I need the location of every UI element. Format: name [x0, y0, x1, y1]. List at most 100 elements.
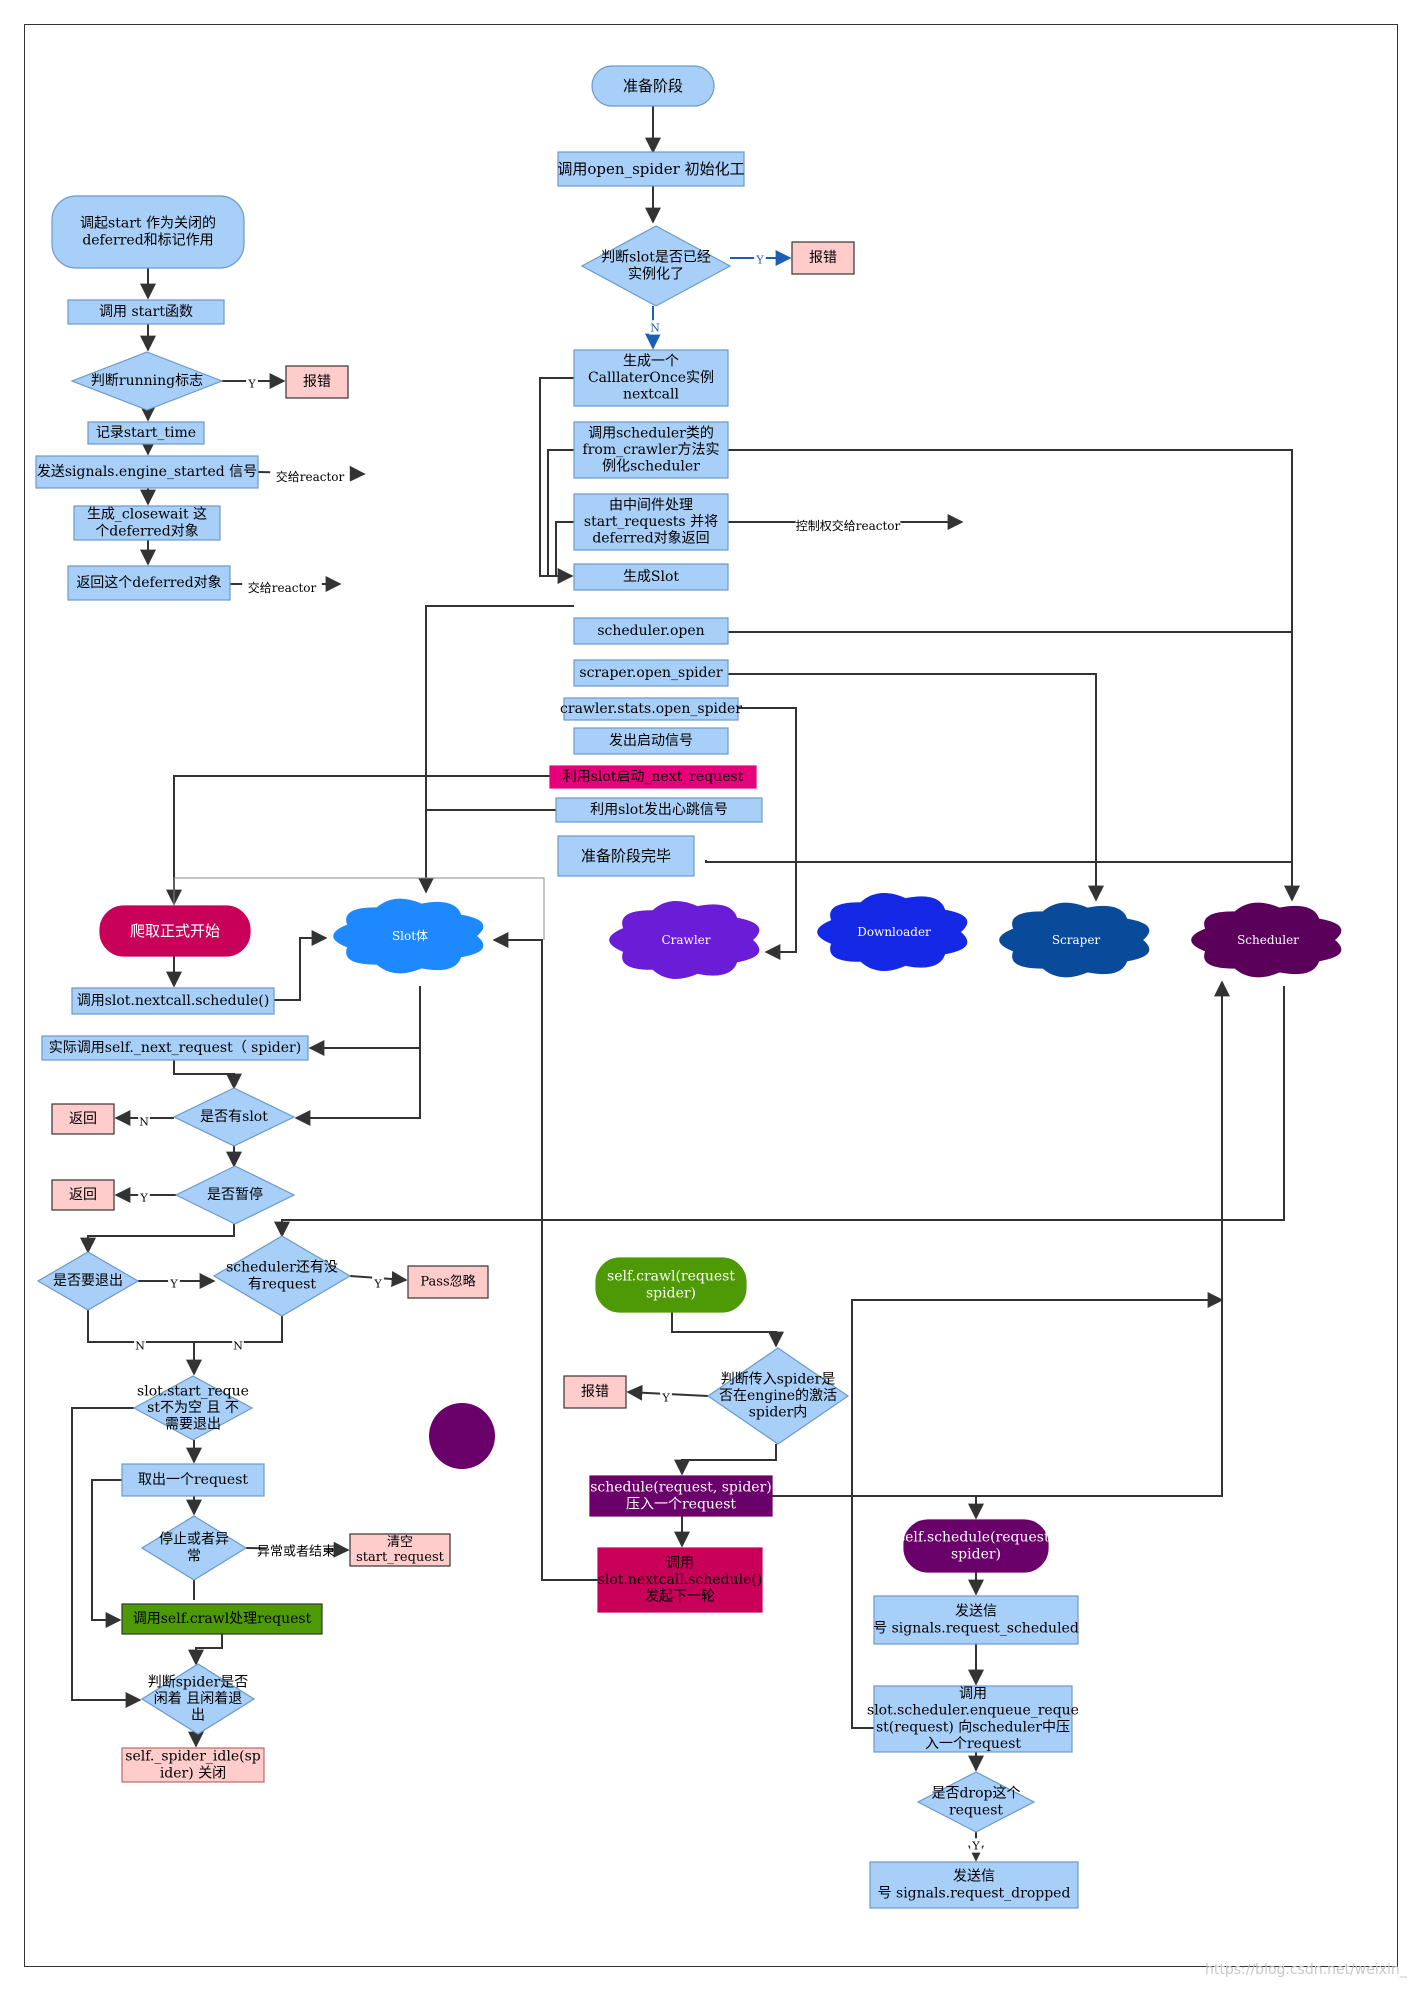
node-prep: 准备阶段	[591, 65, 715, 107]
send-started-text-line: 发送signals.engine_started 信号	[37, 464, 257, 480]
label-drop-y-bg	[970, 1838, 982, 1853]
edge-sched-cloud	[728, 449, 1300, 902]
sched-from-crawler-text-line: from_crawler方法实	[583, 442, 720, 458]
start-def-box	[51, 195, 245, 269]
call-crawl-box	[121, 1603, 323, 1635]
label-quit-y: Y	[169, 1278, 178, 1291]
err3-text-line: 报错	[581, 1384, 609, 1400]
node-has-slot: 是否有slot	[172, 1087, 296, 1147]
label-quit-n-bg	[134, 1338, 146, 1353]
err2-text-line: 报错	[303, 374, 331, 390]
label-running-y: Y	[247, 378, 256, 391]
self-crawl-text-line: spider)	[646, 1285, 696, 1301]
err3-box	[563, 1375, 627, 1409]
call-start-text-line: 调用 start函数	[99, 304, 193, 320]
label-hasreq-n: N	[233, 1340, 243, 1353]
err1-text-line: 报错	[809, 250, 837, 266]
paused-diamond	[174, 1165, 296, 1225]
label-running-y-bg	[246, 376, 258, 391]
label-paused-y: Y	[139, 1192, 148, 1205]
gen-calllater-text-line: nextcall	[623, 387, 679, 403]
quit-text-line: 是否要退出	[53, 1273, 123, 1289]
label-active-y: Y	[661, 1392, 670, 1405]
label-ctrl-reactor-bg	[795, 517, 901, 534]
gen-closewait-text-line: 生成_closewait 这	[87, 506, 207, 523]
send-started-box	[35, 455, 259, 489]
cloud-crawler: Crawler	[609, 901, 760, 979]
take-req-text-line: 取出一个request	[138, 1472, 248, 1488]
signal-sched-box	[873, 1595, 1079, 1645]
node-gen-closewait: 生成_closewait 这个deferred对象	[73, 505, 221, 541]
node-call-start: 调用 start函数	[67, 299, 225, 325]
sched-from-crawler-box	[573, 421, 729, 479]
prep-text-line: 准备阶段	[623, 77, 683, 95]
node-ret1: 返回	[51, 1103, 115, 1135]
edge-push-selfsched	[772, 1495, 984, 1520]
signal-drop-text-line: 发送信	[953, 1869, 995, 1885]
node-scraper-open: scraper.open_spider	[573, 659, 729, 687]
label-quit-n: N	[135, 1340, 145, 1353]
schedule-push-box	[589, 1475, 773, 1517]
has-request-text-line: scheduler还有没	[226, 1260, 338, 1276]
paused-text-line: 是否暂停	[207, 1186, 263, 1203]
open-spider-text-line: 调用open_spider 初始化工	[557, 160, 744, 178]
node-quit: 是否要退出	[36, 1251, 140, 1311]
stats-open-text-line: crawler.stats.open_spider	[560, 701, 742, 717]
clear-box	[349, 1533, 451, 1567]
clear-text-line: start_request	[356, 1550, 445, 1565]
gen-closewait-box	[73, 505, 221, 541]
label-ctrl-reactor: 控制权交给reactor	[796, 518, 901, 533]
spider-active-text-line: 否在engine的激活	[719, 1387, 837, 1404]
watermark: https://blog.csdn.net/weixin_	[1205, 1962, 1407, 1978]
label-reactor-1: 交给reactor	[276, 469, 345, 484]
heartbeat-text-line: 利用slot发出心跳信号	[590, 802, 728, 818]
label-check-y-bg	[754, 252, 766, 267]
middleware-text-line: start_requests 并将	[584, 514, 718, 530]
start-def-text-line: 调起start 作为关闭的	[80, 216, 216, 232]
scraper-text-line: Scraper	[1052, 933, 1101, 947]
stop-exc-diamond	[140, 1515, 248, 1581]
edge-nextcall-slot	[274, 930, 328, 1001]
node-self-schedule: self.schedule(request,spider)	[898, 1519, 1054, 1573]
label-reactor-1-bg	[270, 468, 350, 485]
node-take-req: 取出一个request	[121, 1463, 265, 1497]
stop-exc-text-line: 常	[187, 1548, 201, 1564]
edge-actual-hasslot	[173, 1060, 242, 1090]
edge-cloud-hasreq	[274, 986, 1285, 1238]
open-spider-box	[557, 151, 745, 187]
scraper-open-text-line: scraper.open_spider	[579, 665, 722, 681]
take-req-box	[121, 1463, 265, 1497]
check-running-diamond	[70, 351, 224, 411]
call-next-text-line: 调用	[666, 1555, 694, 1571]
actual-next-box	[41, 1035, 309, 1061]
label-drop-y: Y	[971, 1840, 980, 1853]
edge-mid-slot	[555, 521, 574, 576]
start-req-check-text-line: st不为空 且 不	[147, 1400, 239, 1416]
signal-sched-text-line: 发送信	[955, 1604, 997, 1620]
edge-done-sched	[705, 860, 1292, 863]
enqueue-text-line: 调用	[959, 1686, 987, 1702]
idle-close-box	[121, 1747, 265, 1783]
ret2-box	[51, 1179, 115, 1211]
label-reactor-2-bg	[242, 579, 322, 596]
label-quit-y-bg	[168, 1276, 180, 1291]
edge-paused-quit	[80, 1224, 235, 1254]
nextcall-schedule-text-line: 调用slot.nextcall.schedule()	[77, 993, 270, 1009]
signal-drop-box	[869, 1861, 1079, 1909]
middleware-text-line: deferred对象返回	[592, 531, 709, 547]
self-schedule-text-line: self.schedule(request,	[898, 1530, 1054, 1546]
edge-start-idle	[71, 1407, 142, 1708]
node-idle-close: self._spider_idle(spider) 关闭	[121, 1747, 265, 1783]
self-schedule-text-line: spider)	[951, 1546, 1001, 1562]
label-hasreq-y-bg	[372, 1276, 384, 1291]
call-next-text-line: slot.nextcall.schedule()	[598, 1572, 763, 1588]
node-err2: 报错	[285, 365, 349, 399]
node-paused: 是否暂停	[174, 1165, 296, 1225]
